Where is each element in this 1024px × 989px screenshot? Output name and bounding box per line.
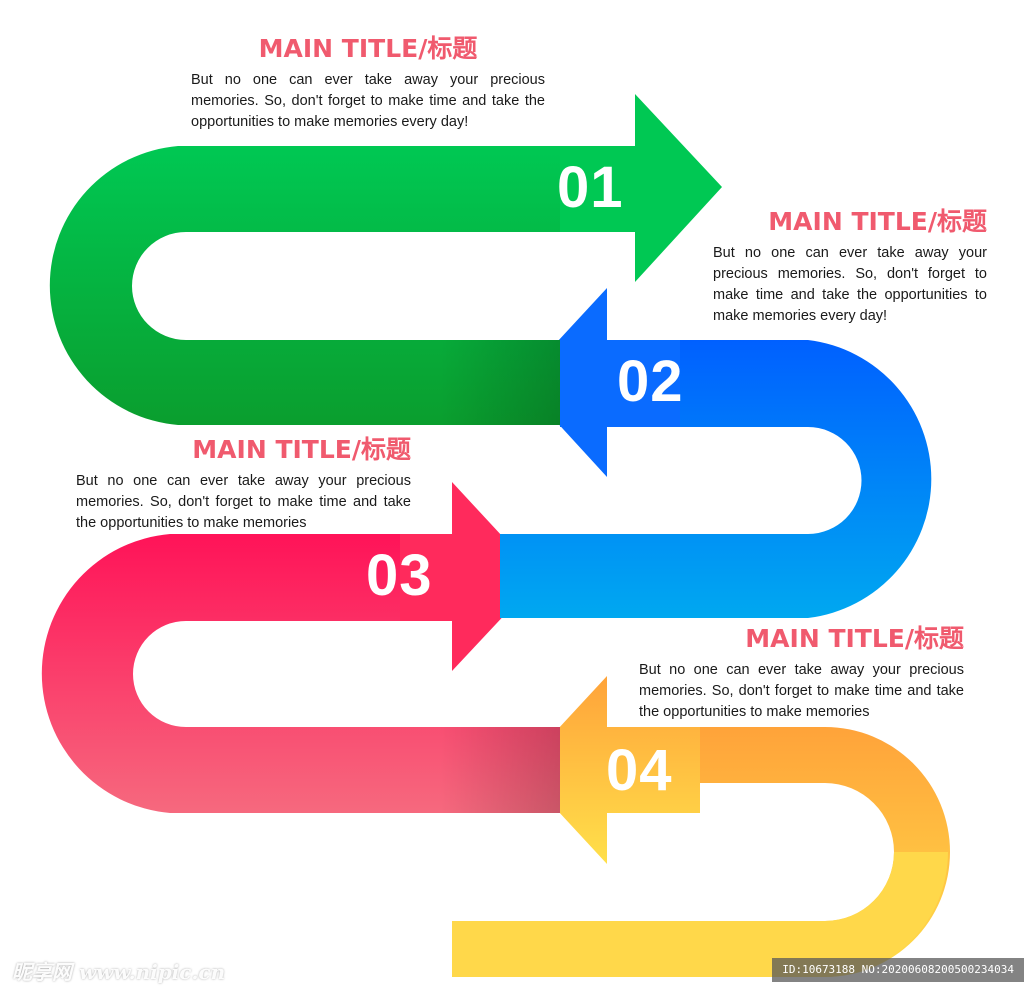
step-04-title: MAIN TITLE/标题 xyxy=(745,624,964,653)
segment-03-shade xyxy=(440,727,560,813)
segment-04-tail-lower xyxy=(452,852,948,977)
arrowhead-03 xyxy=(400,482,540,671)
step-03-title: MAIN TITLE/标题 xyxy=(192,435,411,464)
watermark-right: ID:10673188 NO:20200608200500234034 xyxy=(772,958,1024,982)
step-01-number: 01 xyxy=(557,155,624,220)
step-04-number: 04 xyxy=(606,738,673,803)
step-04-description: But no one can ever take away your preci… xyxy=(639,662,964,720)
step-02-description: But no one can ever take away your preci… xyxy=(713,245,987,324)
step-03-number: 03 xyxy=(366,543,433,608)
step-01-title: MAIN TITLE/标题 xyxy=(258,34,478,63)
step-01-description: But no one can ever take away your preci… xyxy=(191,72,545,130)
segment-01-shade xyxy=(440,340,560,425)
arrowhead-04 xyxy=(520,676,700,864)
step-03-description: But no one can ever take away your preci… xyxy=(76,473,411,531)
step-02-textblock: MAIN TITLE/标题 But no one can ever take a… xyxy=(713,207,987,327)
watermark-left: 昵享网 www.nipic.cn xyxy=(12,960,226,984)
step-04-textblock: MAIN TITLE/标题 But no one can ever take a… xyxy=(639,624,964,723)
step-03-textblock: MAIN TITLE/标题 But no one can ever take a… xyxy=(76,435,411,534)
step-01-textblock: MAIN TITLE/标题 But no one can ever take a… xyxy=(191,34,545,133)
arrowhead-01 xyxy=(560,94,722,282)
step-02-number: 02 xyxy=(617,349,684,414)
arrowhead-02 xyxy=(520,288,680,477)
step-02-title: MAIN TITLE/标题 xyxy=(768,207,987,236)
